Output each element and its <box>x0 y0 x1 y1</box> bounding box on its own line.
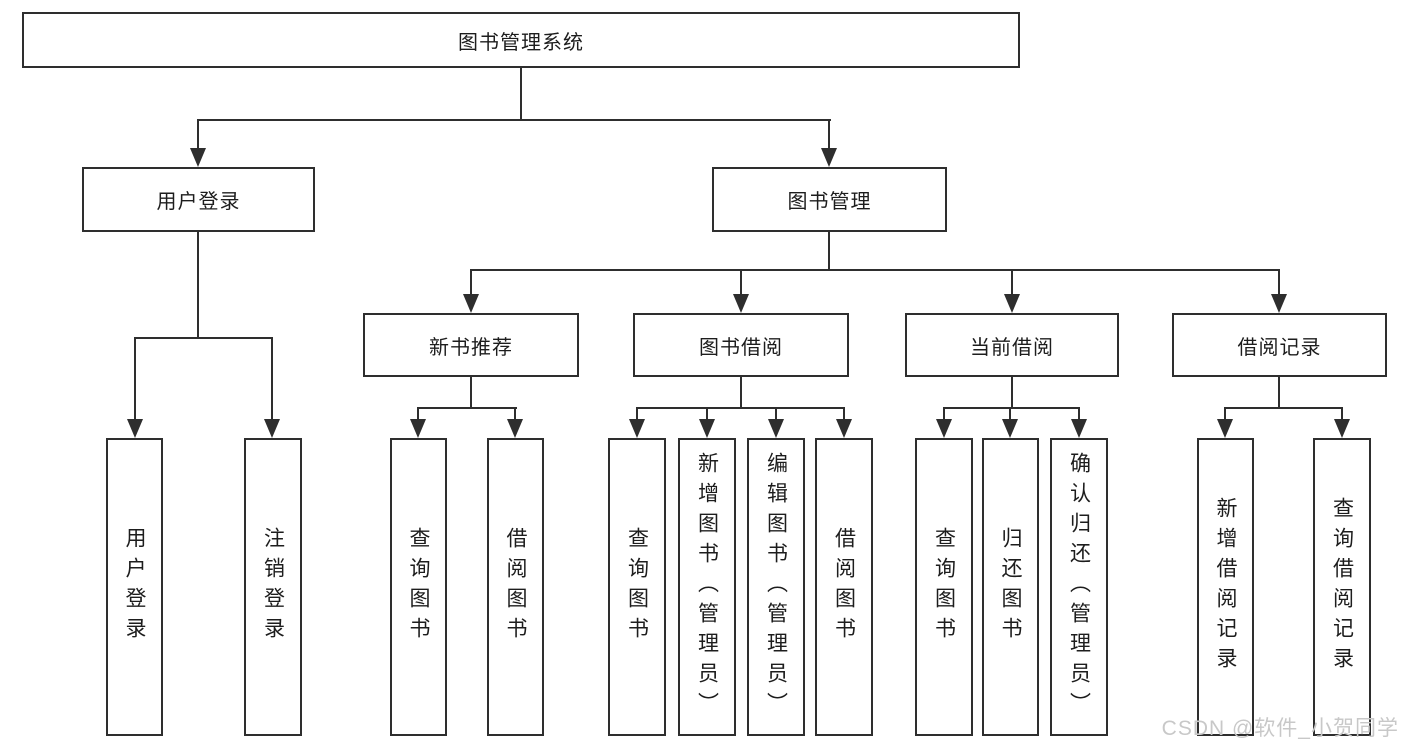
node-current-borrowing: 当前借阅 <box>905 313 1119 377</box>
arrow-down-icon <box>821 148 837 167</box>
connector-line <box>740 377 742 409</box>
leaf-query-books-borrow: 查询图书 <box>608 438 666 736</box>
arrow-down-icon <box>629 419 645 438</box>
node-borrowing-records: 借阅记录 <box>1172 313 1387 377</box>
leaf-add-books-admin: 新增图书（管理员） <box>678 438 736 736</box>
connector-line <box>417 407 517 409</box>
arrow-down-icon <box>463 294 479 313</box>
node-root: 图书管理系统 <box>22 12 1020 68</box>
arrow-down-icon <box>264 419 280 438</box>
connector-line <box>1278 269 1280 297</box>
connector-line <box>740 269 742 297</box>
node-book-management: 图书管理 <box>712 167 947 232</box>
arrow-down-icon <box>1071 419 1087 438</box>
leaf-logout: 注销登录 <box>244 438 302 736</box>
connector-line <box>1009 407 1011 421</box>
connector-line <box>134 337 273 339</box>
connector-line <box>943 407 1080 409</box>
connector-line <box>1011 269 1013 297</box>
connector-line <box>706 407 708 421</box>
leaf-query-books-recommend: 查询图书 <box>390 438 447 736</box>
connector-line <box>1078 407 1080 421</box>
connector-line <box>271 337 273 421</box>
connector-line <box>1011 377 1013 409</box>
connector-line <box>828 119 830 153</box>
arrow-down-icon <box>410 419 426 438</box>
connector-line <box>197 119 831 121</box>
arrow-down-icon <box>127 419 143 438</box>
node-new-book-recommendation: 新书推荐 <box>363 313 579 377</box>
node-book-borrowing: 图书借阅 <box>633 313 849 377</box>
arrow-down-icon <box>1271 294 1287 313</box>
connector-line <box>828 232 830 271</box>
watermark: CSDN @软件_小贺同学 <box>1161 717 1399 740</box>
arrow-down-icon <box>507 419 523 438</box>
arrow-down-icon <box>836 419 852 438</box>
leaf-add-borrow-record: 新增借阅记录 <box>1197 438 1254 736</box>
connector-line <box>417 407 419 421</box>
arrow-down-icon <box>1334 419 1350 438</box>
arrow-down-icon <box>936 419 952 438</box>
leaf-borrow-books: 借阅图书 <box>815 438 873 736</box>
connector-line <box>943 407 945 421</box>
connector-line <box>1278 377 1280 409</box>
connector-line <box>514 407 516 421</box>
connector-line <box>470 269 1280 271</box>
connector-line <box>775 407 777 421</box>
leaf-query-borrow-record: 查询借阅记录 <box>1313 438 1371 736</box>
connector-line <box>636 407 845 409</box>
connector-line <box>1341 407 1343 421</box>
connector-line <box>470 377 472 409</box>
arrow-down-icon <box>1217 419 1233 438</box>
connector-line <box>470 269 472 297</box>
leaf-borrow-books-recommend: 借阅图书 <box>487 438 544 736</box>
arrow-down-icon <box>1004 294 1020 313</box>
arrow-down-icon <box>768 419 784 438</box>
node-user-login: 用户登录 <box>82 167 315 232</box>
arrow-down-icon <box>699 419 715 438</box>
leaf-return-books: 归还图书 <box>982 438 1039 736</box>
connector-line <box>134 337 136 421</box>
leaf-edit-books-admin: 编辑图书（管理员） <box>747 438 805 736</box>
connector-line <box>843 407 845 421</box>
connector-line <box>197 232 199 339</box>
leaf-query-books-current: 查询图书 <box>915 438 973 736</box>
arrow-down-icon <box>1002 419 1018 438</box>
arrow-down-icon <box>190 148 206 167</box>
leaf-user-login: 用户登录 <box>106 438 163 736</box>
connector-line <box>636 407 638 421</box>
arrow-down-icon <box>733 294 749 313</box>
connector-line <box>520 68 522 121</box>
connector-line <box>1224 407 1226 421</box>
connector-line <box>197 119 199 153</box>
connector-line <box>1224 407 1343 409</box>
leaf-confirm-return-admin: 确认归还（管理员） <box>1050 438 1108 736</box>
